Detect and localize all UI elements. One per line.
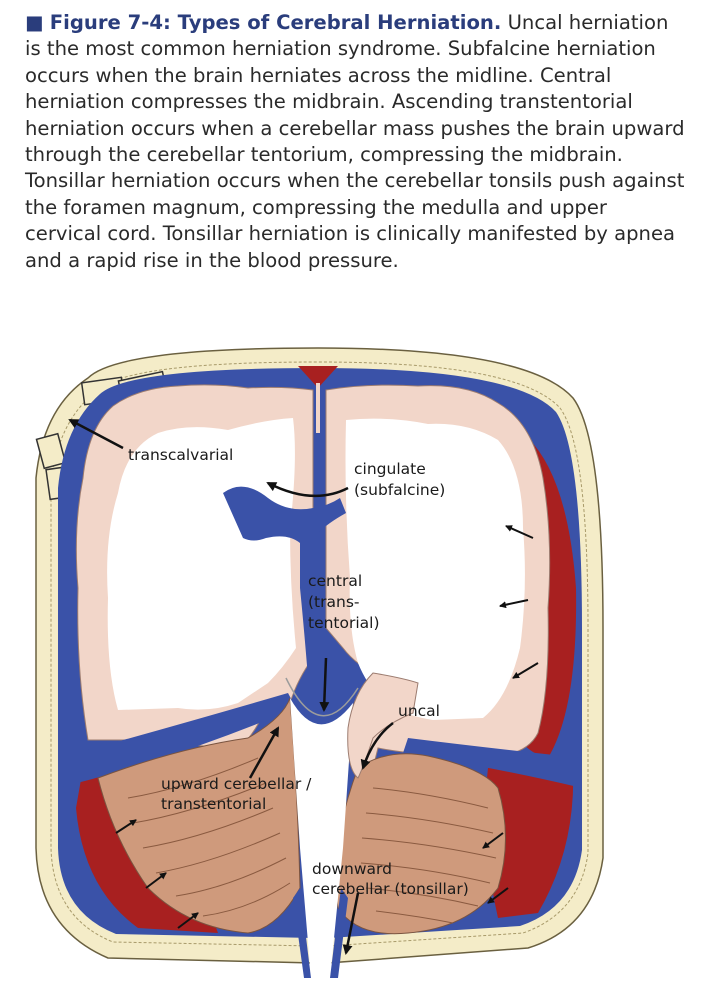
arrow-transcalvarial bbox=[68, 418, 124, 450]
label-subfalcine: (subfalcine) bbox=[354, 481, 445, 499]
label-transcalvarial: transcalvarial bbox=[128, 446, 233, 464]
figure-caption: ■ Figure 7-4: Types of Cerebral Herniati… bbox=[25, 10, 685, 274]
brainstem bbox=[290, 698, 353, 978]
arrow-subfalcine bbox=[266, 481, 349, 498]
label-upward-cerebellar: upward cerebellar / bbox=[161, 775, 312, 793]
sagittal-sinus bbox=[298, 366, 338, 388]
arrow-uncal bbox=[360, 722, 394, 770]
caption-marker: ■ bbox=[25, 11, 44, 34]
label-transtentorial: transtentorial bbox=[161, 795, 266, 813]
cerebellum-right bbox=[335, 753, 506, 935]
tentorium-right bbox=[403, 738, 582, 788]
herniation-diagram: transcalvarial cingulate (subfalcine) ce… bbox=[35, 347, 604, 978]
spinal-canal-right bbox=[330, 888, 348, 978]
figure-title: Figure 7-4: Types of Cerebral Herniation… bbox=[49, 11, 502, 34]
label-trans: (trans- bbox=[308, 593, 360, 611]
label-uncal: uncal bbox=[398, 702, 440, 720]
skull-inner-edge bbox=[50, 361, 589, 947]
hematoma-posterior-right bbox=[485, 768, 574, 918]
label-tentorial: tentorial) bbox=[308, 614, 380, 632]
caption-body: Uncal herniation is the most common hern… bbox=[25, 11, 685, 272]
white-matter-right bbox=[345, 418, 525, 720]
herniation-arrows bbox=[68, 418, 394, 955]
tentorium-left bbox=[58, 693, 296, 788]
bone-fragment bbox=[35, 432, 67, 470]
tentorial-notch bbox=[285, 677, 359, 717]
arrow-downward bbox=[342, 892, 360, 955]
cerebellar-folia bbox=[127, 757, 497, 924]
label-cingulate: cingulate bbox=[354, 460, 426, 478]
spinal-canal-left bbox=[293, 888, 311, 978]
hematoma-arrows bbox=[115, 525, 539, 929]
label-downward: downward bbox=[312, 860, 392, 878]
arrow-upward bbox=[248, 726, 280, 779]
label-central: central bbox=[308, 572, 362, 590]
arrow-central bbox=[319, 657, 330, 712]
lateral-ventricle bbox=[223, 486, 346, 678]
label-tonsillar: cerebellar (tonsillar) bbox=[312, 880, 469, 898]
cerebellum-left bbox=[97, 697, 301, 934]
